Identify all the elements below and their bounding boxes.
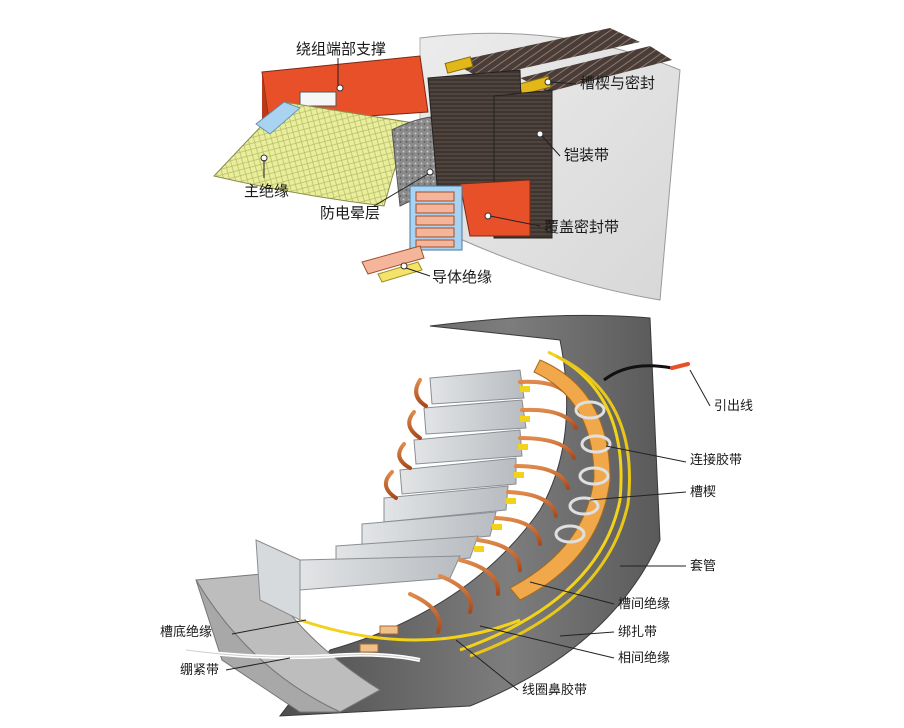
- cable-ties: [554, 400, 612, 544]
- label-slot-wedge-seal: 槽楔与密封: [580, 74, 656, 92]
- armor-strip-top-1: [452, 28, 640, 78]
- binding-tape-1: [459, 350, 623, 652]
- slot-wedges: [474, 386, 530, 552]
- connector-2: [359, 643, 379, 653]
- label-tightening-tape: 绷紧带: [180, 663, 220, 678]
- label-slot-wedge: 槽楔: [690, 485, 717, 500]
- label-binding-tape: 绑扎带: [618, 625, 658, 640]
- end-support-block: [299, 91, 337, 107]
- label-interslot-insulation: 槽间绝缘: [618, 597, 671, 612]
- cover-seal-red: [459, 179, 531, 237]
- label-connecting-tape: 连接胶带: [690, 453, 743, 468]
- armor-strip-top-2: [520, 46, 672, 92]
- conductor-stack: [409, 185, 463, 251]
- label-coil-nose-tape: 线圈鼻胶带: [522, 683, 588, 698]
- label-phase-insulation: 相间绝缘: [618, 651, 671, 666]
- label-lead-wire: 引出线: [714, 399, 754, 414]
- lead-wire: [603, 364, 673, 382]
- strand-1: [361, 245, 425, 275]
- copper-coils: [384, 378, 578, 634]
- slot-wedge-1: [444, 56, 474, 74]
- stator-teeth: [255, 369, 527, 621]
- label-conductor-insulation: 导体绝缘: [432, 268, 493, 286]
- label-main-insulation: 主绝缘: [244, 182, 290, 200]
- label-slot-bottom-insulation: 槽底绝缘: [160, 625, 213, 640]
- binding-tape-3: [299, 618, 521, 642]
- label-corona-layer: 防电晕层: [320, 204, 381, 222]
- binding-tape-2: [469, 354, 631, 658]
- connector-1: [379, 625, 399, 635]
- orange-sleeve: [509, 359, 611, 601]
- label-winding-end-support: 绕组端部支撑: [296, 40, 387, 58]
- label-sleeve: 套管: [690, 559, 717, 574]
- label-cover-seal-tape: 覆盖密封带: [544, 218, 620, 236]
- label-armor-tape: 铠装带: [564, 146, 610, 164]
